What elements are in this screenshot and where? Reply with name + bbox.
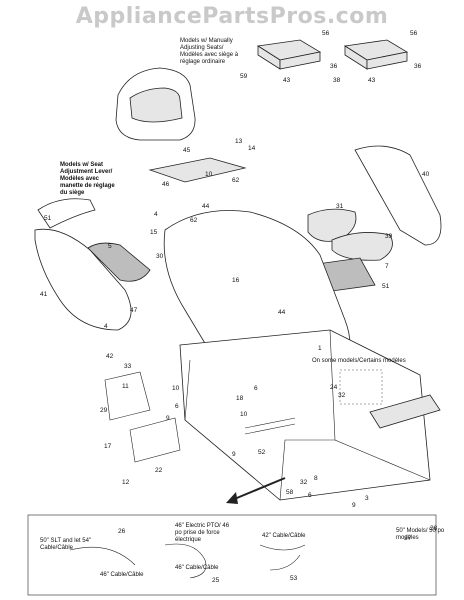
callout-number: 25 <box>212 577 220 584</box>
callout-number: 10 <box>205 171 213 178</box>
callout-number: 33 <box>124 363 132 370</box>
callout-number: 11 <box>122 383 129 390</box>
callout-number: 28 <box>430 525 438 532</box>
note-50in-models: 50" Models/ 50 po modèles <box>396 528 445 541</box>
callout-number: 24 <box>330 384 338 391</box>
callout-number: 14 <box>248 145 256 152</box>
cable-inset-box <box>27 514 437 596</box>
callout-number: 30 <box>156 253 164 260</box>
callout-number: 9 <box>352 502 356 509</box>
watermark: AppliancePartsPros.com <box>75 4 389 29</box>
fender-41 <box>34 228 132 331</box>
callout-number: 45 <box>183 147 191 154</box>
callout-number: 26 <box>118 528 126 535</box>
note-manual-adjust: Models w/ Manually Adjusting Seats/ Modè… <box>180 38 239 65</box>
callout-number: 62 <box>232 177 240 184</box>
callout-number: 17 <box>104 443 112 450</box>
callout-number: 4 <box>104 323 108 330</box>
fender-piece-51 <box>37 198 96 229</box>
callout-number: 36 <box>330 63 338 70</box>
panel-31 <box>307 208 357 242</box>
note-some-models: On some models/Certains modèles <box>312 358 406 364</box>
callout-number: 7 <box>385 263 389 270</box>
callout-number: 10 <box>240 411 248 418</box>
fender-30 <box>87 242 151 282</box>
callout-number: 53 <box>290 575 298 582</box>
callout-number: 56 <box>410 30 418 37</box>
note-seat-lever: Models w/ Seat Adjustment Lever/ Modèles… <box>60 162 115 196</box>
callout-number: 10 <box>172 385 180 392</box>
callout-number: 32 <box>338 392 346 399</box>
callout-number: 9 <box>166 415 170 422</box>
callout-number: 47 <box>130 307 138 314</box>
callout-number: 40 <box>422 171 430 178</box>
callout-number: 18 <box>236 395 244 402</box>
callout-number: 22 <box>155 467 163 474</box>
callout-number: 43 <box>283 77 291 84</box>
callout-number: 56 <box>322 30 330 37</box>
callout-number: 6 <box>175 403 179 410</box>
tractor-seat-icon <box>115 67 196 141</box>
callout-number: 51 <box>44 215 52 222</box>
callout-number: 38 <box>333 77 341 84</box>
callout-number: 12 <box>122 479 130 486</box>
callout-number: 29 <box>100 407 108 414</box>
callout-number: 37 <box>404 535 412 542</box>
callout-number: 39 <box>385 233 393 240</box>
callout-number: 1 <box>318 345 322 352</box>
note-electric-pto: 46" Electric PTO/ 46 po prise de force é… <box>175 523 230 543</box>
callout-number: 44 <box>278 309 286 316</box>
callout-number: 3 <box>365 495 369 502</box>
seat-bracket-icon <box>256 39 409 70</box>
callout-number: 13 <box>235 138 243 145</box>
callout-number: 8 <box>314 475 318 482</box>
seat-plate <box>148 157 247 183</box>
callout-number: 62 <box>190 217 198 224</box>
note-cable-46: 46" Cable/Câble <box>100 572 144 578</box>
callout-number: 36 <box>414 63 422 70</box>
callout-number: 15 <box>150 229 158 236</box>
callout-number: 31 <box>336 203 344 210</box>
panel-39 <box>331 232 393 261</box>
callout-number: 51 <box>382 283 390 290</box>
callout-number: 16 <box>232 277 240 284</box>
callout-number: 43 <box>368 77 376 84</box>
callout-number: 6 <box>308 492 312 499</box>
note-cable-42: 42" Cable/Câble <box>262 533 306 539</box>
callout-number: 4 <box>154 211 158 218</box>
callout-number: 41 <box>40 291 48 298</box>
note-cable-46b: 46" Cable/Câble <box>175 565 219 571</box>
callout-number: 42 <box>106 353 114 360</box>
callout-number: 52 <box>258 449 266 456</box>
bracket-50in <box>369 394 441 429</box>
arrow-icon <box>231 477 286 501</box>
callout-number: 6 <box>254 385 258 392</box>
cover-40 <box>354 145 442 246</box>
callout-number: 58 <box>286 489 294 496</box>
callout-number: 46 <box>162 181 170 188</box>
callout-number: 44 <box>202 203 210 210</box>
callout-number: 5 <box>108 243 112 250</box>
callout-number: 9 <box>232 451 236 458</box>
note-cable-50-54: 50" SLT and let 54" Cable/Câble <box>40 538 92 551</box>
callout-number: 59 <box>240 73 248 80</box>
callout-number: 32 <box>300 479 308 486</box>
